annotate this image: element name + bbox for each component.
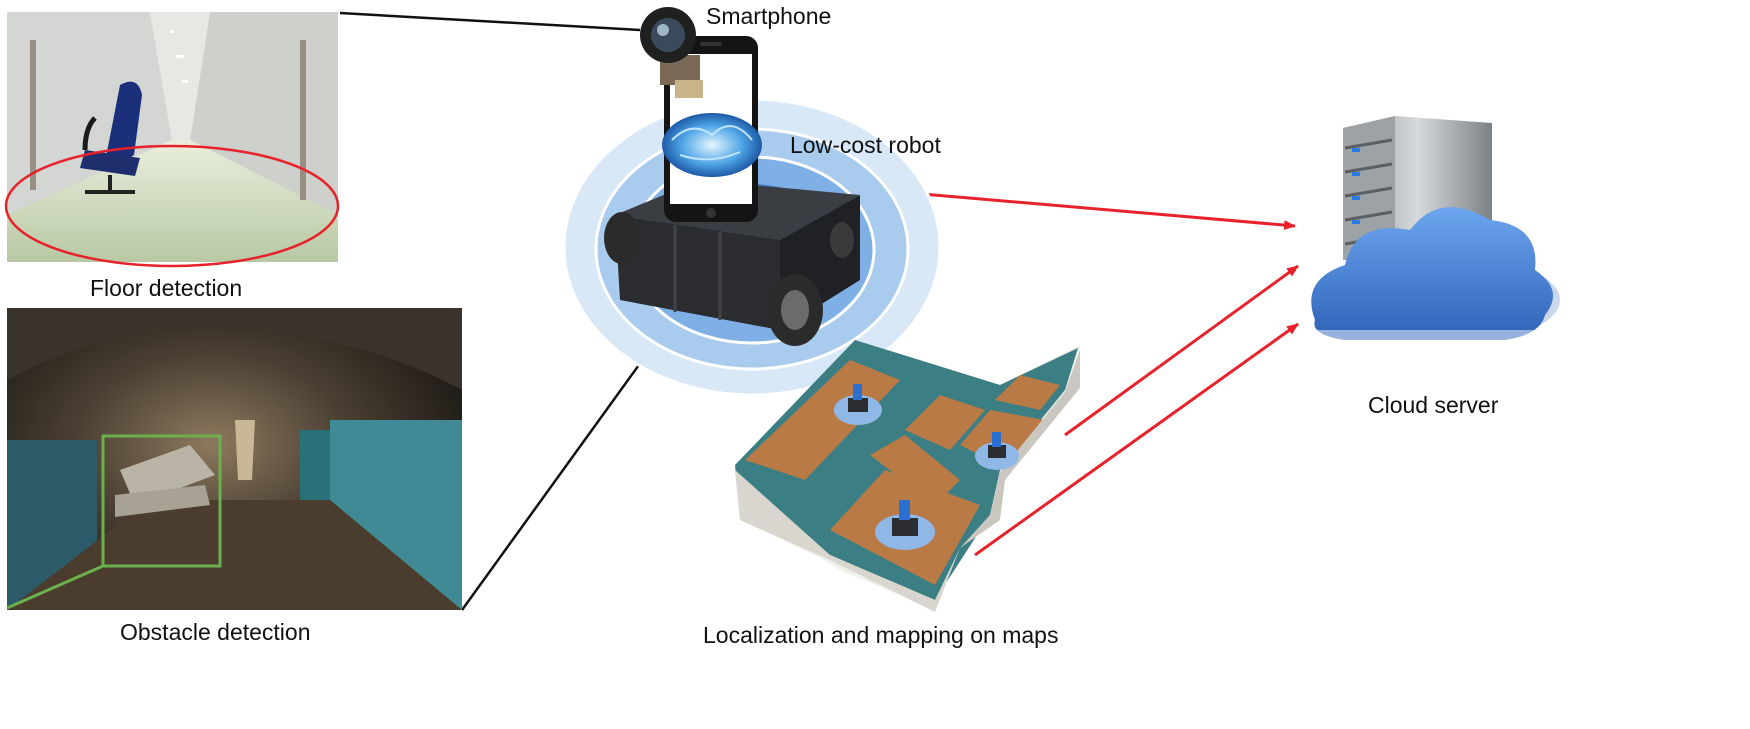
arrow-map-to-cloud-2	[974, 322, 1299, 557]
label-cloud-server: Cloud server	[1368, 392, 1499, 418]
obstacle-bounding-box	[101, 434, 222, 568]
robot-illustration	[562, 7, 942, 397]
obstacle-box-leader	[6, 564, 104, 610]
label-floor-detection: Floor detection	[90, 275, 243, 301]
floor-plan-map	[735, 340, 1080, 612]
office-chair	[80, 81, 142, 194]
label-low-cost-robot: Low-cost robot	[790, 132, 941, 158]
label-obstacle-detection: Obstacle detection	[120, 619, 311, 645]
map-robot-2	[975, 432, 1019, 470]
brain-icon	[662, 113, 762, 177]
arrow-map-to-cloud-1	[1064, 264, 1299, 437]
label-smartphone: Smartphone	[706, 3, 832, 29]
camera-icon	[640, 7, 703, 98]
floor-boundary-ellipse	[4, 144, 340, 268]
label-localization-mapping: Localization and mapping on maps	[703, 622, 1059, 648]
map-robot-3	[875, 500, 935, 550]
obstacle-detection-photo	[6, 308, 462, 610]
cloud-icon	[1311, 207, 1560, 350]
connector-floor-to-phone	[339, 11, 641, 32]
map-robot-1	[834, 384, 882, 425]
floor-detection-photo	[4, 12, 340, 268]
